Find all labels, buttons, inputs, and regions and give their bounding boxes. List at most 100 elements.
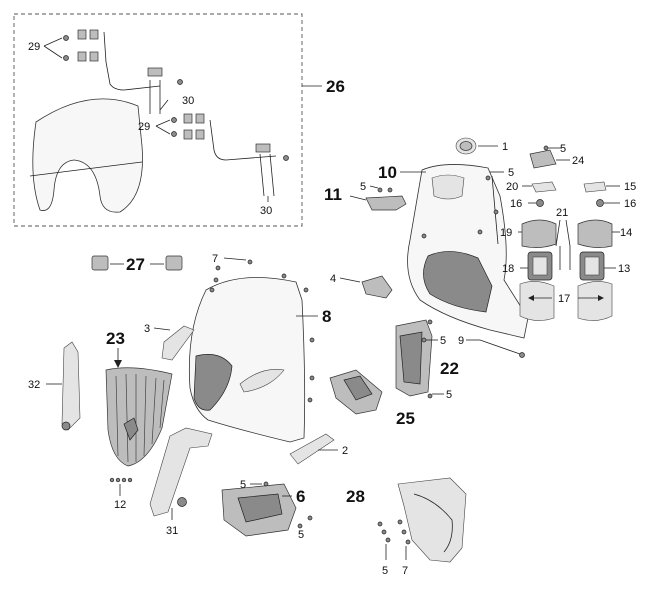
callout-3: 3 [144,323,150,335]
callout-13: 13 [618,263,630,275]
screw-5 [385,537,391,543]
screw-5 [307,515,313,521]
duct-25-detail [343,375,373,401]
callout-9: 9 [458,335,464,347]
shield-screw [209,287,215,293]
bracket-24 [529,149,557,169]
callout-5f: 5 [240,479,246,491]
screw [485,175,491,181]
leader-line [369,185,379,189]
panel-28 [397,477,467,563]
callout-30b: 30 [260,205,272,217]
callout-7a: 7 [212,253,218,265]
screw-5 [421,337,427,343]
kit-bracket-upper [103,31,161,91]
bolt-9 [479,339,521,355]
shield-screw [215,265,221,271]
kit-bolt-c [259,153,265,197]
callout-22: 22 [440,359,459,378]
callout-25: 25 [396,409,415,428]
callout-10: 10 [378,163,397,182]
grille-23-slats [115,373,165,463]
kit-windscreen [32,98,143,213]
front-shield-8-strip [239,369,285,393]
callout-17: 17 [558,293,570,305]
lower-panel-6-detail [237,493,283,523]
side-trim-32 [61,341,81,431]
bolt-9-head [519,352,525,358]
callout-30a: 30 [182,95,194,107]
leader-line [159,99,169,111]
callout-18: 18 [502,263,514,275]
callout-24: 24 [572,155,584,167]
arrowhead [528,295,534,301]
screw-5 [297,523,303,529]
callout-5g: 5 [298,529,304,541]
trim-strip-3 [161,325,195,361]
callout-5b: 5 [508,167,514,179]
leader-line [43,37,63,47]
trim-strip-2 [289,433,335,465]
screw [421,233,427,239]
kit-clamp [195,129,205,140]
kit-windscreen-line [29,161,143,177]
screw-5 [263,481,269,487]
callout-6: 6 [296,487,305,506]
hinge-20 [531,181,557,193]
screw-7 [405,539,411,545]
kit-clamp [183,113,193,124]
callout-32: 32 [28,379,40,391]
bracket-4 [361,275,393,299]
leader-line [223,257,247,261]
leader-line [153,327,171,331]
screw-12 [121,477,127,483]
callout-5a: 5 [560,143,566,155]
callout-26: 26 [326,77,345,96]
callout-12: 12 [114,499,126,511]
callout-29b: 29 [138,121,150,133]
screw-7 [397,519,403,525]
screw-12 [115,477,121,483]
kit-screw [171,131,177,137]
callout-23: 23 [106,329,125,348]
clip-27-left [91,255,109,271]
leader-line [339,277,361,283]
fuel-cap-1-inner [459,141,473,151]
kit-clamp [255,143,271,153]
leader-line [155,125,171,135]
callout-2: 2 [342,445,348,457]
leader-line [349,195,367,201]
screw [493,209,499,215]
callout-20: 20 [506,181,518,193]
kit-clamp [183,129,193,140]
trim-32-knob [61,421,71,431]
kit-screw [63,35,69,41]
callout-28: 28 [346,487,365,506]
screw-5 [543,145,549,151]
callout-21: 21 [556,207,568,219]
clip-27-right [165,255,183,271]
screw-12 [109,477,115,483]
callout-16b: 16 [624,198,636,210]
grommet-16 [596,199,604,207]
front-shield-8-vent [193,354,233,411]
callout-27: 27 [126,255,145,274]
callout-31: 31 [166,525,178,537]
leader-line [555,219,561,247]
kit-clamp [77,29,87,40]
kit-screw [171,117,177,123]
screw-5 [381,529,387,535]
cover-17-right [577,281,613,321]
callout-16a: 16 [510,198,522,210]
screw-5 [377,521,383,527]
grille-23 [105,367,173,467]
kit-clamp [89,51,99,62]
grommet-16 [536,199,544,207]
cover-31-knob [177,497,187,507]
arrowhead [598,295,604,301]
frame-18-inner [532,256,548,276]
callout-29a: 29 [28,41,40,53]
shield-screw [213,277,219,283]
screw [477,229,483,235]
